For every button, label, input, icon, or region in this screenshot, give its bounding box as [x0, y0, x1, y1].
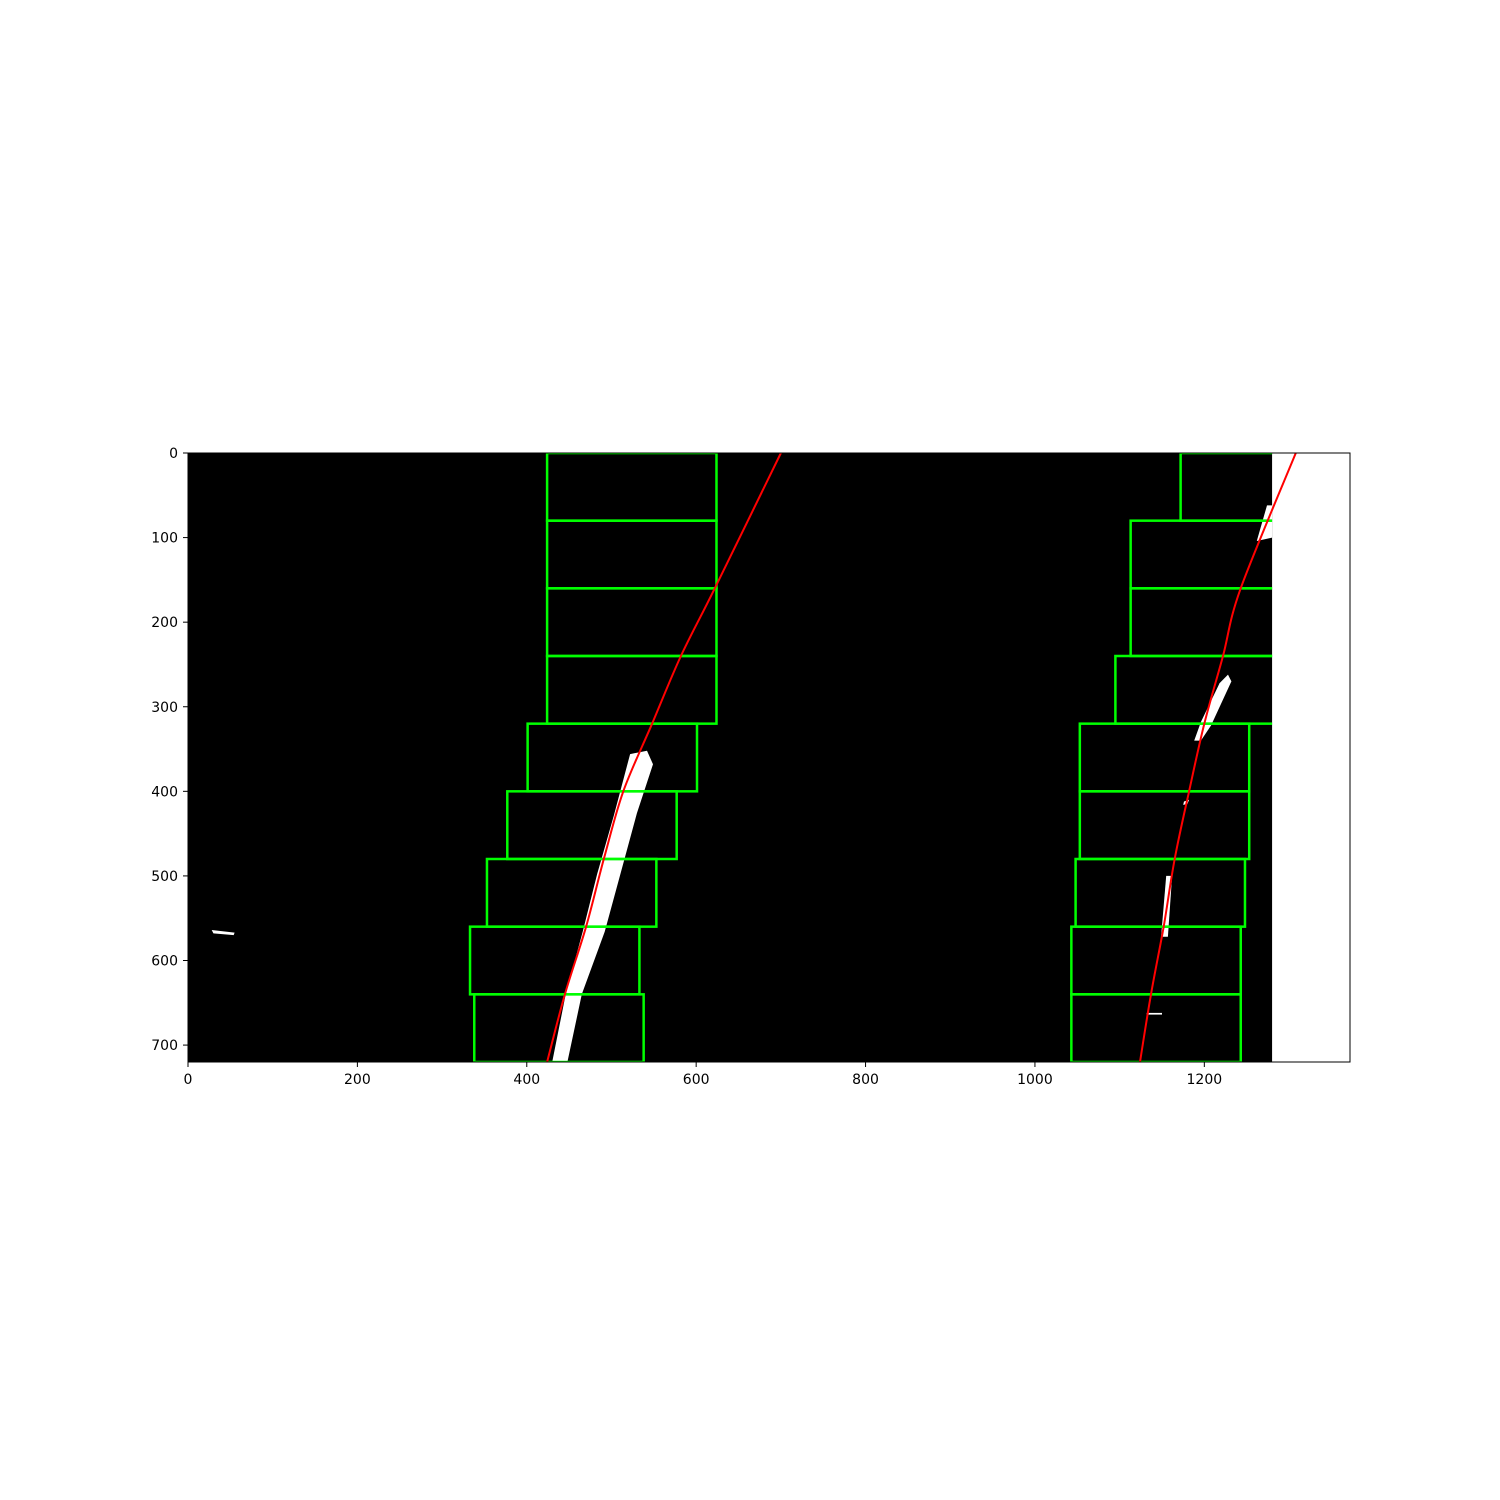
plot-area	[187, 452, 1351, 1063]
fit-line-left	[546, 452, 782, 1063]
x-tick-label: 600	[683, 1072, 710, 1088]
lane-pixels-none-4	[211, 930, 235, 936]
y-axis: 0 100 200 300 400 500 600 700	[151, 446, 188, 1054]
sliding-window-right-17	[1179, 453, 1273, 522]
y-tick-label: 200	[151, 615, 178, 631]
sliding-window-left-8	[545, 453, 718, 522]
x-tick-label: 1200	[1187, 1072, 1223, 1088]
image-content	[211, 453, 1273, 1062]
y-tick-label: 0	[169, 446, 178, 462]
axes-frame	[187, 452, 1351, 1063]
binary-image	[188, 453, 1273, 1062]
y-tick-label: 300	[151, 700, 178, 716]
y-tick-label: 700	[151, 1038, 178, 1054]
y-tick-label: 600	[151, 954, 178, 970]
lane-pixels-right-3	[1256, 505, 1273, 541]
lane-pixels-left-0	[552, 750, 653, 1062]
x-tick-label: 400	[513, 1072, 540, 1088]
x-tick-label: 800	[852, 1072, 879, 1088]
fit-line-right	[1139, 452, 1297, 1063]
lane-pixels-right-5	[1146, 1012, 1162, 1015]
x-axis: 0 200 400 600 800 1000 1200	[184, 1062, 1223, 1088]
x-tick-label: 200	[344, 1072, 371, 1088]
y-tick-label: 400	[151, 784, 178, 800]
x-tick-label: 0	[184, 1072, 193, 1088]
x-tick-label: 1000	[1017, 1072, 1053, 1088]
y-tick-label: 500	[151, 869, 178, 885]
y-tick-label: 100	[151, 531, 178, 547]
